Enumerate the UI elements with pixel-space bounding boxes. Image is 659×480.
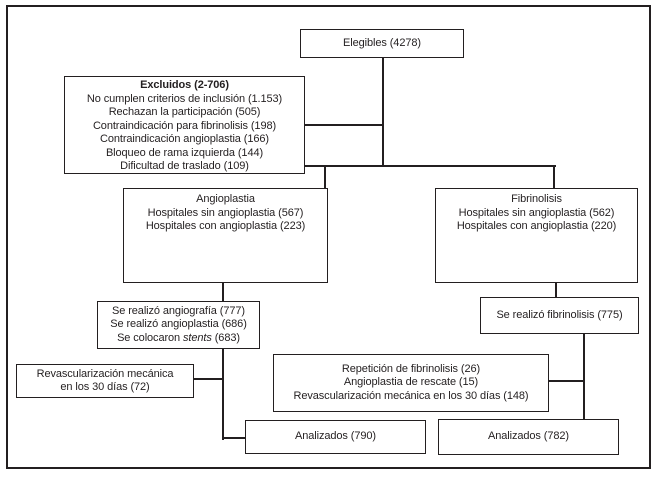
connector-fibrinolisis-serealizo — [555, 281, 557, 298]
revascularizacion-line: en los 30 días (72) — [60, 381, 150, 393]
box-analizados-fibrinolisis: Analizados (782) — [438, 419, 619, 455]
box-elegibles: Elegibles (4278) — [300, 29, 464, 58]
excluidos-item: Rechazan la participación (505) — [108, 106, 261, 118]
excluidos-item: Bloqueo de rama izquierda (144) — [105, 146, 264, 159]
angiografia-item: Se realizó angioplastia (686) — [110, 318, 247, 331]
angiografia-stents-line: Se colocaron stents (683) — [117, 332, 240, 346]
analizados-angioplastia-text: Analizados (790) — [295, 430, 376, 443]
fibrinolisis-title: Fibrinolisis — [511, 193, 562, 205]
connector-revascularizacion-stub — [192, 378, 223, 380]
connector-repeticion-stub — [547, 380, 584, 382]
excluidos-item: No cumplen criterios de inclusión (1.153… — [86, 92, 283, 105]
connector-excluidos-branch — [303, 124, 384, 126]
box-excluidos: Excluidos (2-706) No cumplen criterios d… — [64, 76, 305, 174]
excluidos-item: Contraindicación para fibrinolisis (198) — [92, 119, 277, 132]
connector-serealizofibrinolisis-down — [583, 332, 585, 420]
connector-groups-horizontal — [303, 165, 556, 167]
repeticion-item: Angioplastia de rescate (15) — [343, 376, 479, 389]
stents-word: stents — [183, 331, 212, 344]
revascularizacion-line: Revascularización mecánica — [36, 367, 174, 380]
figure-border — [6, 5, 651, 469]
repeticion-item: Repetición de fibrinolisis (26) — [341, 362, 481, 375]
angioplastia-item: Hospitales con angioplastia (223) — [145, 220, 306, 232]
excluidos-item: Contraindicación angioplastia (166) — [100, 133, 269, 145]
connector-elegibles-down — [382, 57, 384, 167]
serealizo-fibrinolisis-text: Se realizó fibrinolisis (775) — [496, 308, 623, 321]
excluidos-item: Dificultad de traslado (109) — [120, 160, 249, 172]
repeticion-item: Revascularización mecánica en los 30 día… — [293, 389, 529, 402]
angioplastia-item: Hospitales sin angioplastia (567) — [147, 206, 304, 219]
excluidos-title: Excluidos (2-706) — [140, 79, 229, 91]
box-repeticion: Repetición de fibrinolisis (26) Angiopla… — [273, 354, 549, 412]
box-angiografia: Se realizó angiografía (777) Se realizó … — [97, 301, 260, 349]
angioplastia-title: Angioplastia — [196, 193, 255, 205]
box-fibrinolisis: Fibrinolisis Hospitales sin angioplastia… — [435, 188, 638, 283]
box-serealizo-fibrinolisis: Se realizó fibrinolisis (775) — [480, 297, 639, 334]
fibrinolisis-item: Hospitales sin angioplastia (562) — [458, 206, 615, 219]
connector-angiografia-down — [222, 347, 224, 440]
analizados-fibrinolisis-text: Analizados (782) — [488, 430, 569, 443]
fibrinolisis-item: Hospitales con angioplastia (220) — [456, 220, 617, 232]
angiografia-item: Se realizó angiografía (777) — [112, 304, 245, 317]
box-revascularizacion: Revascularización mecánica en los 30 día… — [16, 364, 194, 398]
connector-analizados790-elbow — [222, 437, 246, 439]
elegibles-text: Elegibles (4278) — [343, 36, 421, 49]
connector-angioplastia-drop — [324, 165, 326, 189]
stents-suffix: (683) — [211, 331, 240, 344]
connector-fibrinolisis-drop — [553, 165, 555, 189]
stents-prefix: Se colocaron — [117, 331, 184, 344]
connector-angioplastia-angiografia — [222, 281, 224, 302]
box-angioplastia: Angioplastia Hospitales sin angioplastia… — [123, 188, 328, 283]
box-analizados-angioplastia: Analizados (790) — [245, 420, 426, 454]
